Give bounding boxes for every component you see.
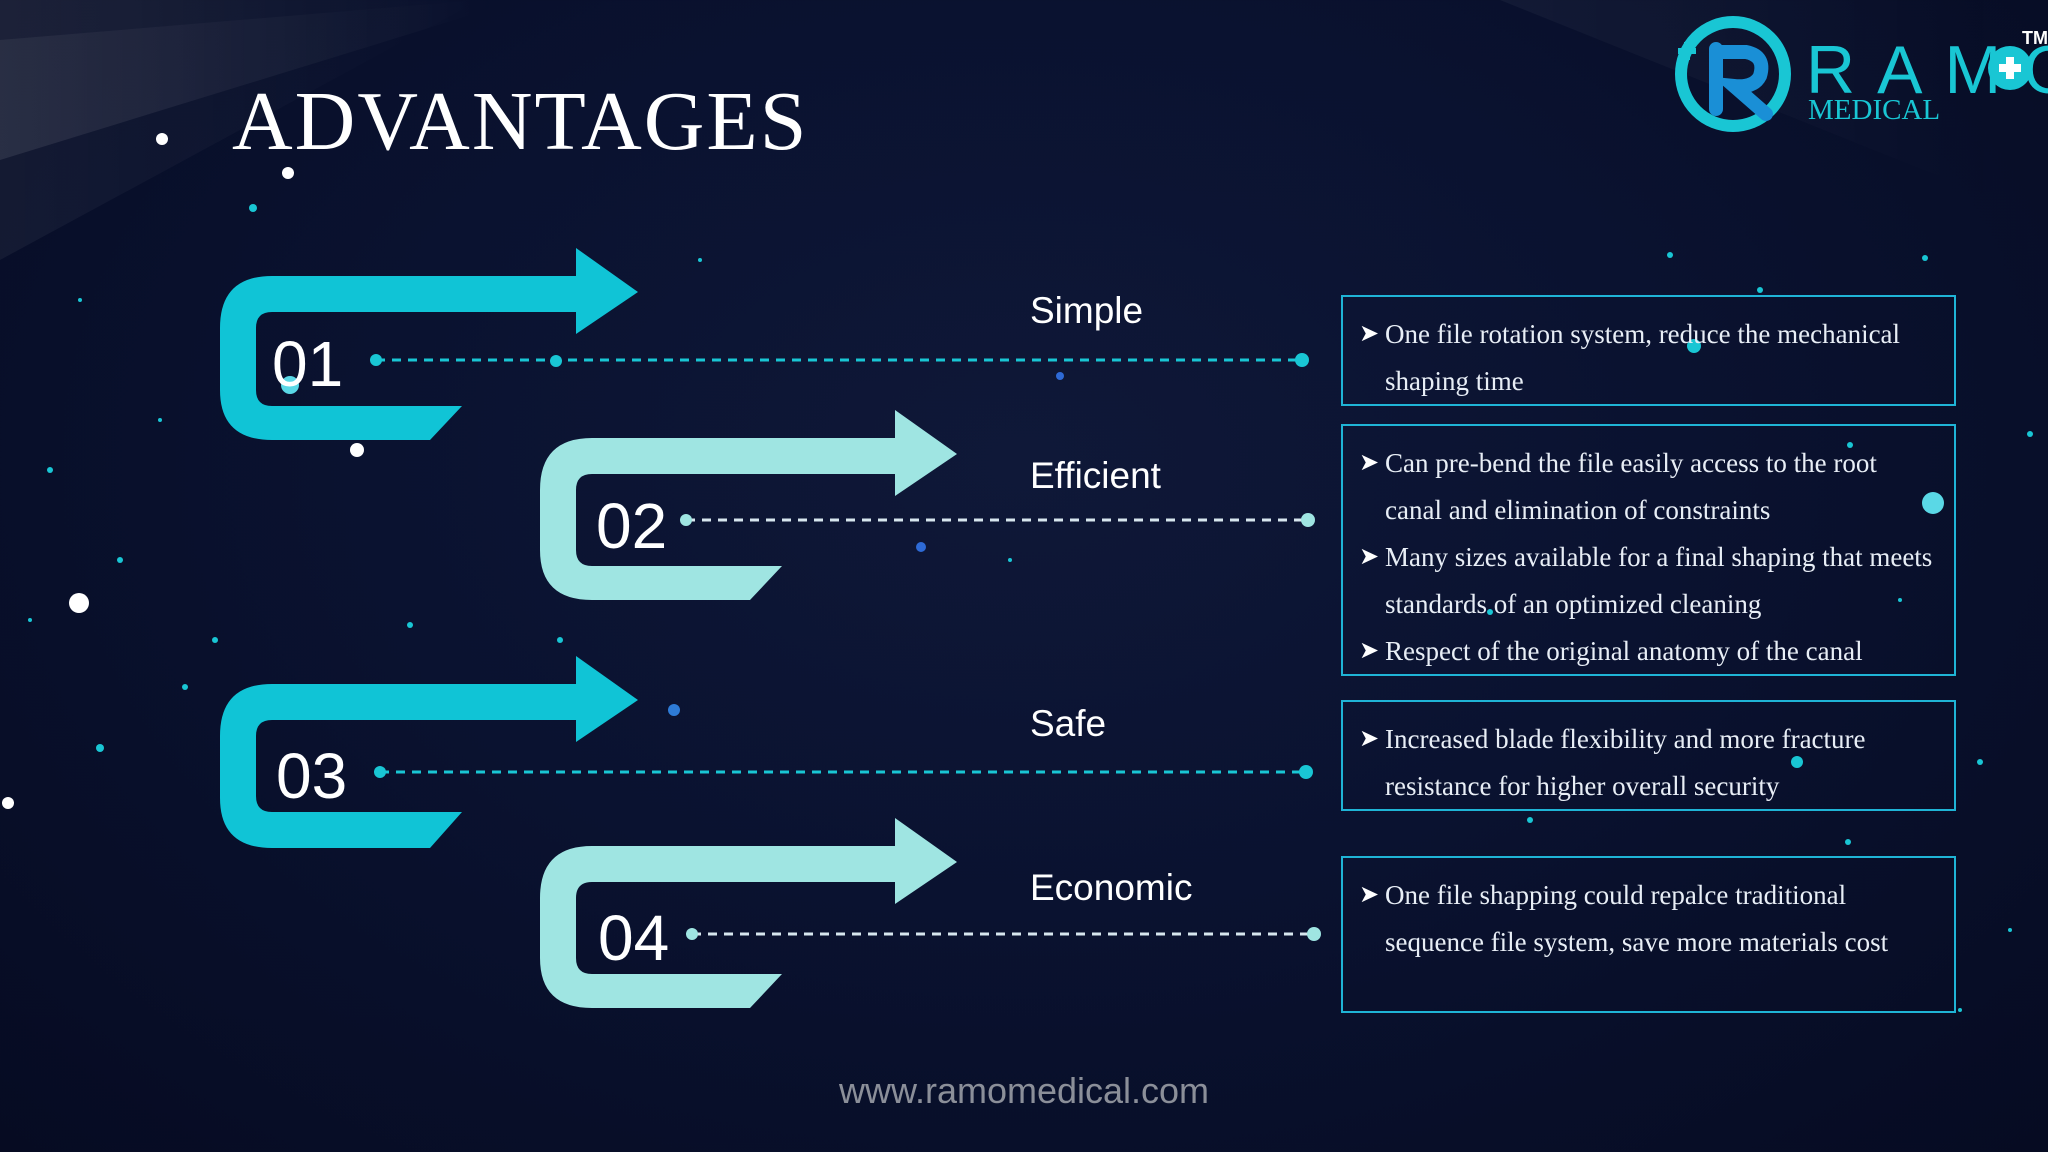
logo-wordmark: RAMO (1806, 32, 2048, 108)
bullet-item: ➤ Respect of the original anatomy of the… (1359, 628, 1934, 675)
bullet-item: ➤ Many sizes available for a final shapi… (1359, 534, 1934, 628)
description-box-01: ➤ One file rotation system, reduce the m… (1341, 295, 1956, 406)
connector-01 (370, 353, 1309, 367)
item-label-economic: Economic (1030, 867, 1193, 908)
bullet-text: Increased blade flexibility and more fra… (1385, 724, 1866, 801)
description-box-04: ➤ One file shapping could repalce tradit… (1341, 856, 1956, 1013)
slide-title: ADVANTAGES (232, 75, 809, 168)
light-rays (0, 0, 2048, 260)
trademark-mark: TM (2022, 28, 2048, 48)
bullet-item: ➤ Can pre-bend the file easily access to… (1359, 440, 1934, 534)
arrow-bullet-icon: ➤ (1359, 544, 1380, 570)
arrow-04-icon (540, 818, 957, 1008)
item-number-02: 02 (596, 490, 668, 562)
item-number-01: 01 (272, 328, 344, 400)
arrow-bullet-icon: ➤ (1359, 321, 1380, 347)
arrow-02-icon (540, 410, 957, 600)
bullet-item: ➤ One file rotation system, reduce the m… (1359, 311, 1934, 405)
bullet-text: One file rotation system, reduce the mec… (1385, 319, 1901, 396)
bullet-text: Respect of the original anatomy of the c… (1385, 636, 1863, 666)
item-label-simple: Simple (1030, 290, 1144, 331)
footer-website-url: www.ramomedical.com (838, 1070, 1210, 1111)
white-particles (2, 133, 364, 809)
arrow-bullet-icon: ➤ (1359, 450, 1380, 476)
item-label-efficient: Efficient (1030, 455, 1161, 496)
arrow-bullet-icon: ➤ (1359, 638, 1380, 664)
connector-02 (680, 513, 1315, 527)
bullet-text: Many sizes available for a final shaping… (1385, 542, 1933, 619)
bullet-text: Can pre-bend the file easily access to t… (1385, 448, 1877, 525)
bullet-item: ➤ Increased blade flexibility and more f… (1359, 716, 1934, 810)
logo-subtitle: MEDICAL (1808, 94, 1941, 126)
item-number-03: 03 (276, 740, 348, 812)
item-label-safe: Safe (1030, 703, 1107, 744)
connector-04 (686, 927, 1321, 941)
arrow-bullet-icon: ➤ (1359, 726, 1380, 752)
description-box-02: ➤ Can pre-bend the file easily access to… (1341, 424, 1956, 676)
ramo-logo-icon (1675, 16, 2032, 132)
arrow-01-icon (220, 248, 638, 440)
bullet-text: One file shapping could repalce traditio… (1385, 880, 1889, 957)
arrow-03-icon (220, 656, 638, 848)
item-number-04: 04 (598, 902, 670, 974)
bullet-item: ➤ One file shapping could repalce tradit… (1359, 872, 1934, 966)
arrow-bullet-icon: ➤ (1359, 882, 1380, 908)
connector-03 (374, 765, 1313, 779)
description-box-03: ➤ Increased blade flexibility and more f… (1341, 700, 1956, 811)
